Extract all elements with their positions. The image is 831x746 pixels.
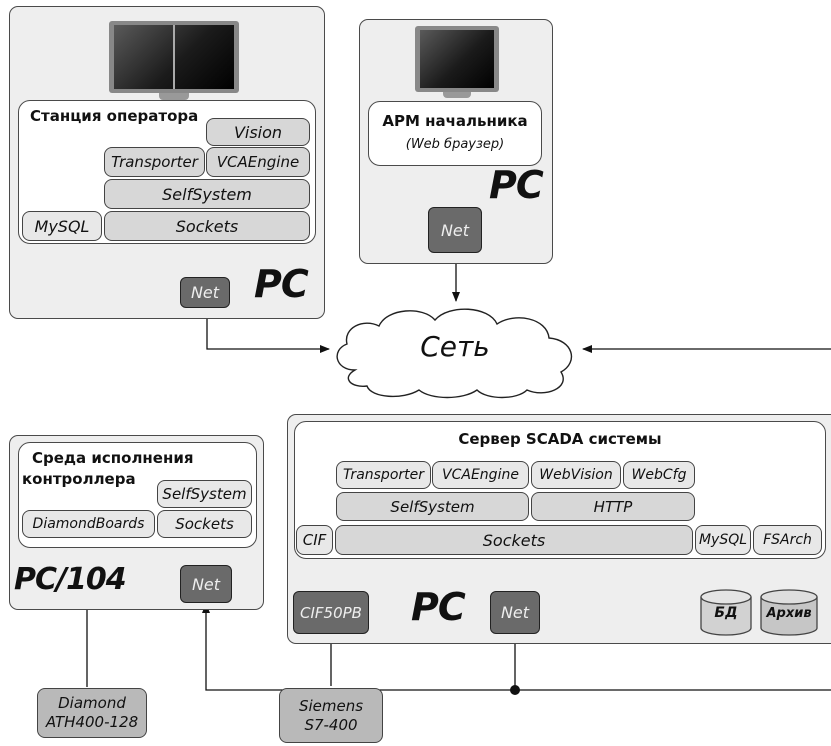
controller-title-line1: Среда исполнения (32, 449, 194, 467)
controller-title-line2: контроллера (22, 470, 136, 488)
controller-selfsystem-module[interactable]: SelfSystem (157, 480, 252, 508)
bus-to-controller-net-line (202, 603, 515, 691)
scada-net-node[interactable]: Net (490, 591, 540, 634)
selfsystem-module[interactable]: SelfSystem (104, 179, 310, 209)
network-label: Сеть (420, 330, 490, 363)
scada-vcaengine-module[interactable]: VCAEngine (432, 461, 529, 489)
controller-pc-label: PC/104 (14, 562, 127, 597)
siemens-plc[interactable]: Siemens S7-400 (279, 688, 383, 743)
webvision-module[interactable]: WebVision (531, 461, 621, 489)
operator-net-to-cloud-line (206, 308, 330, 353)
cif50pb-card[interactable]: CIF50PB (293, 591, 369, 634)
network-cloud-icon (336, 308, 573, 399)
diamond-hardware-line2: ATH400-128 (45, 713, 139, 731)
operator-net-node[interactable]: Net (180, 277, 230, 308)
mysql-module[interactable]: MySQL (22, 211, 102, 241)
cif-module[interactable]: CIF (296, 525, 333, 555)
scada-transporter-module[interactable]: Transporter (336, 461, 431, 489)
chief-browser-box (368, 101, 542, 166)
scada-mysql-module[interactable]: MySQL (695, 525, 751, 555)
controller-sockets-module[interactable]: Sockets (157, 510, 252, 538)
fsarch-module[interactable]: FSArch (753, 525, 822, 555)
scada-selfsystem-module[interactable]: SelfSystem (336, 492, 529, 521)
webcfg-module[interactable]: WebCfg (623, 461, 695, 489)
chief-subtitle: (Web браузер) (405, 137, 505, 152)
chief-monitor (415, 26, 499, 100)
controller-net-node[interactable]: Net (180, 565, 232, 603)
archive-label: Архив (766, 606, 812, 621)
bus-junction-dot (510, 685, 520, 695)
chief-title: АРМ начальника (382, 112, 528, 130)
scada-pc-label: PC (411, 585, 466, 629)
siemens-plc-line1: Siemens (298, 696, 364, 715)
diamond-hardware-line1: Diamond (58, 694, 126, 712)
database-icon (700, 589, 752, 636)
scada-sockets-module[interactable]: Sockets (335, 525, 693, 555)
http-module[interactable]: HTTP (531, 492, 695, 521)
database-label: БД (714, 605, 738, 621)
diamondboards-module[interactable]: DiamondBoards (22, 510, 155, 538)
siemens-plc-line2: S7-400 (304, 715, 358, 734)
transporter-module[interactable]: Transporter (104, 147, 205, 177)
archive-icon (760, 589, 818, 636)
operator-pc-label: PC (254, 262, 309, 306)
vision-module[interactable]: Vision (206, 118, 310, 146)
operator-monitor (109, 21, 239, 101)
vcaengine-module[interactable]: VCAEngine (206, 147, 310, 177)
chief-net-node[interactable]: Net (428, 207, 482, 253)
diamond-hardware[interactable]: Diamond ATH400-128 (37, 688, 147, 738)
chief-pc-label: PC (489, 163, 544, 207)
sockets-module[interactable]: Sockets (104, 211, 310, 241)
scada-title: Сервер SCADA системы (458, 430, 662, 448)
operator-station-title: Станция оператора (30, 107, 199, 125)
